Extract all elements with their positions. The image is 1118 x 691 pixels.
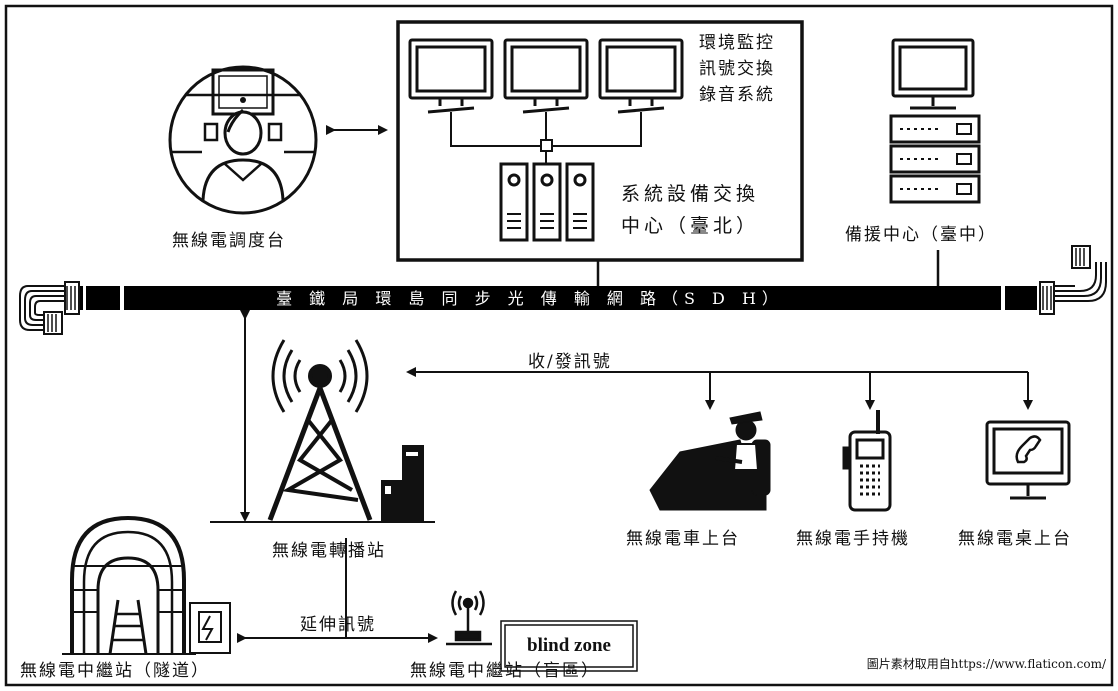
tunnel-repeater-icon (62, 515, 231, 655)
monitor-icon (598, 38, 684, 114)
blind-repeater-label: 無線電中繼站（盲區） (410, 661, 600, 681)
extend-label: 延伸訊號 (300, 615, 376, 635)
right-cable-icon (1039, 245, 1107, 315)
relay-station-label: 無線電轉播站 (272, 541, 386, 561)
backup-center-icon (889, 38, 981, 204)
dispatch-console-icon (168, 65, 318, 215)
center-name-line1: 系統設備交換 (621, 183, 760, 205)
blind-zone-outer (500, 620, 638, 672)
server-rack-icon (499, 162, 595, 242)
center-name: 系統設備交換 中心（臺北） (621, 178, 759, 242)
caption-line: 訊號交換 (699, 59, 775, 79)
center-name-line2: 中心（臺北） (621, 215, 760, 237)
backup-label: 備援中心（臺中） (845, 225, 997, 245)
antenna-icon (446, 590, 492, 646)
monitor-icon (503, 38, 589, 114)
outer-frame (4, 4, 1114, 687)
handheld-radio-icon (842, 410, 892, 512)
tunnel-label: 無線電中繼站（隧道） (20, 661, 210, 681)
desktop-label: 無線電桌上台 (958, 529, 1072, 549)
blind-zone-inner (504, 624, 634, 668)
caption-line: 錄音系統 (699, 85, 775, 105)
radio-tower-icon (210, 339, 435, 523)
blind-zone-label: blind zone (527, 635, 611, 656)
handheld-label: 無線電手持機 (796, 529, 910, 549)
left-cable-icon (19, 281, 80, 335)
caption-line: 環境監控 (699, 33, 775, 53)
monitor-icon (408, 38, 494, 114)
monitor-caption: 環境監控 訊號交換 錄音系統 (699, 30, 775, 108)
signal-label: 收/發訊號 (528, 352, 612, 372)
dispatch-label: 無線電調度台 (172, 231, 286, 251)
signal-distribution (406, 367, 1033, 410)
vehicle-label: 無線電車上台 (626, 529, 740, 549)
center-monitors (408, 38, 684, 164)
sdh-bus (72, 286, 1050, 310)
credit-text: 圖片素材取用自https://www.flaticon.com/ (866, 657, 1106, 671)
network-label: 臺 鐵 局 環 島 同 步 光 傳 輸 網 路（S D H） (276, 289, 784, 308)
desktop-radio-icon (985, 420, 1071, 500)
train-driver-icon (649, 411, 771, 511)
center-box (396, 20, 804, 262)
tower-equipment-icon (381, 445, 424, 521)
